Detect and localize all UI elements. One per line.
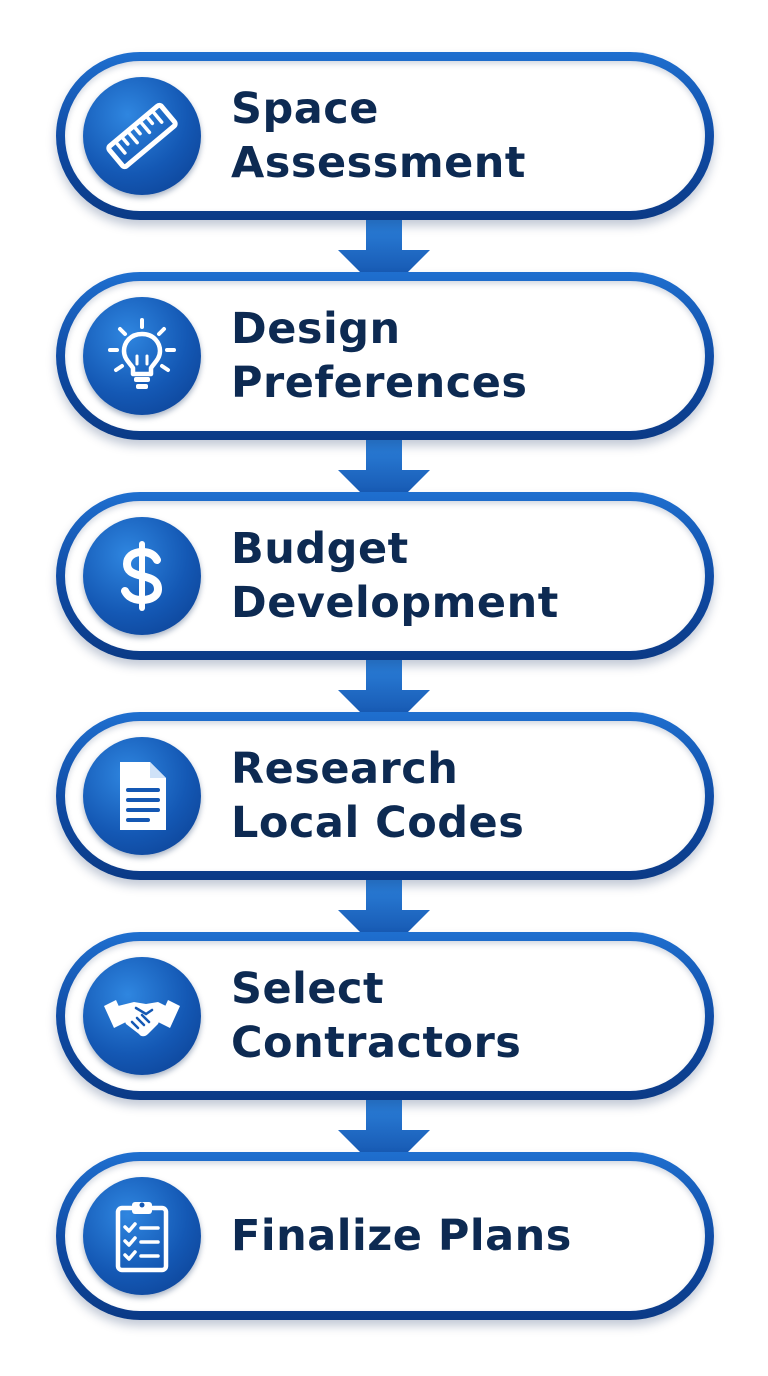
icon-badge	[83, 957, 201, 1075]
ruler-icon	[106, 102, 178, 170]
step-label: Budget Development	[231, 522, 675, 630]
icon-badge	[83, 737, 201, 855]
handshake-icon	[104, 1000, 180, 1037]
step-label-line: Preferences	[231, 358, 528, 408]
step-label-line: Finalize Plans	[231, 1211, 572, 1261]
step-label: Select Contractors	[231, 962, 675, 1070]
step-label-line: Space	[231, 84, 379, 134]
step-card: Research Local Codes	[65, 721, 705, 871]
step-card: Space Assessment	[65, 61, 705, 211]
step-label-line: Select	[231, 964, 385, 1014]
flow-arrow-5	[336, 1092, 432, 1176]
step-select-contractors: Select Contractors	[56, 932, 714, 1100]
flow-arrow-1	[336, 212, 432, 296]
document-icon	[120, 762, 166, 830]
step-label-line: Budget	[231, 524, 409, 574]
lightbulb-icon	[108, 318, 176, 389]
step-card: Select Contractors	[65, 941, 705, 1091]
step-budget-development: Budget Development	[56, 492, 714, 660]
flow-arrow-4	[336, 872, 432, 956]
step-research-local-codes: Research Local Codes	[56, 712, 714, 880]
step-card: Finalize Plans	[65, 1161, 705, 1311]
step-label-line: Assessment	[231, 138, 526, 188]
step-label: Finalize Plans	[231, 1209, 675, 1263]
step-label: Research Local Codes	[231, 742, 675, 850]
step-label: Design Preferences	[231, 302, 675, 410]
step-label-line: Contractors	[231, 1018, 522, 1068]
step-finalize-plans: Finalize Plans	[56, 1152, 714, 1320]
step-space-assessment: Space Assessment	[56, 52, 714, 220]
step-card: Design Preferences	[65, 281, 705, 431]
icon-badge	[83, 517, 201, 635]
dollar-icon	[121, 541, 163, 611]
icon-badge	[83, 297, 201, 415]
flow-arrow-2	[336, 432, 432, 516]
step-label-line: Research	[231, 744, 459, 794]
step-label-line: Development	[231, 578, 559, 628]
step-card: Budget Development	[65, 501, 705, 651]
icon-badge	[83, 77, 201, 195]
flow-arrow-3	[336, 652, 432, 736]
step-label: Space Assessment	[231, 82, 675, 190]
icon-badge	[83, 1177, 201, 1295]
clipboard-checklist-icon	[115, 1202, 169, 1273]
step-label-line: Design	[231, 304, 401, 354]
step-label-line: Local Codes	[231, 798, 525, 848]
step-design-preferences: Design Preferences	[56, 272, 714, 440]
